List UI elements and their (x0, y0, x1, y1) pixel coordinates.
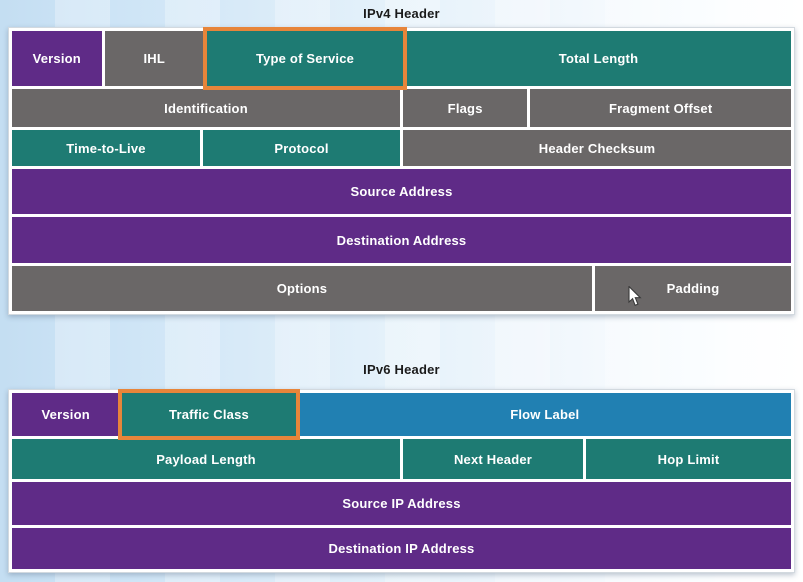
field-flow-label: Flow Label (298, 393, 791, 436)
ipv6-row-2: Payload Length Next Header Hop Limit (12, 439, 791, 479)
ipv4-row-3: Time-to-Live Protocol Header Checksum (12, 130, 791, 166)
arrow-cursor-icon (628, 285, 642, 312)
field-hop-limit: Hop Limit (586, 439, 791, 479)
field-next-header: Next Header (402, 439, 584, 479)
ipv6-header-title: IPv6 Header (363, 362, 440, 377)
field-destination-ip-address: Destination IP Address (12, 528, 791, 569)
field-header-checksum: Header Checksum (403, 130, 791, 166)
field-version: Version (12, 31, 102, 86)
field-ihl: IHL (104, 31, 205, 86)
field-source-address: Source Address (12, 169, 791, 214)
ipv6-row-4: Destination IP Address (12, 528, 791, 569)
ipv4-row-4: Source Address (12, 169, 791, 214)
ipv6-row-1: Version Traffic Class Flow Label (12, 393, 791, 436)
ipv4-row-2: Identification Flags Fragment Offset (12, 89, 791, 127)
field-fragment-offset: Fragment Offset (530, 89, 791, 127)
ipv4-header-diagram: Version IHL Type of Service Total Length… (8, 27, 795, 315)
field-payload-length: Payload Length (12, 439, 400, 479)
field-traffic-class: Traffic Class (122, 393, 296, 436)
field-protocol: Protocol (203, 130, 400, 166)
ipv6-header-diagram: Version Traffic Class Flow Label Payload… (8, 389, 795, 573)
field-total-length: Total Length (406, 31, 791, 86)
field-type-of-service: Type of Service (207, 31, 403, 86)
field-padding: Padding (595, 266, 791, 311)
ipv4-row-1: Version IHL Type of Service Total Length (12, 31, 791, 86)
field-identification: Identification (12, 89, 400, 127)
field-time-to-live: Time-to-Live (12, 130, 201, 166)
field-version-v6: Version (12, 393, 120, 436)
ipv4-header-title: IPv4 Header (363, 6, 440, 21)
ipv4-row-5: Destination Address (12, 217, 791, 263)
field-options: Options (12, 266, 592, 311)
field-source-ip-address: Source IP Address (12, 482, 791, 525)
ipv6-row-3: Source IP Address (12, 482, 791, 525)
field-destination-address: Destination Address (12, 217, 791, 263)
field-flags: Flags (402, 89, 528, 127)
ipv4-row-6: Options Padding (12, 266, 791, 311)
